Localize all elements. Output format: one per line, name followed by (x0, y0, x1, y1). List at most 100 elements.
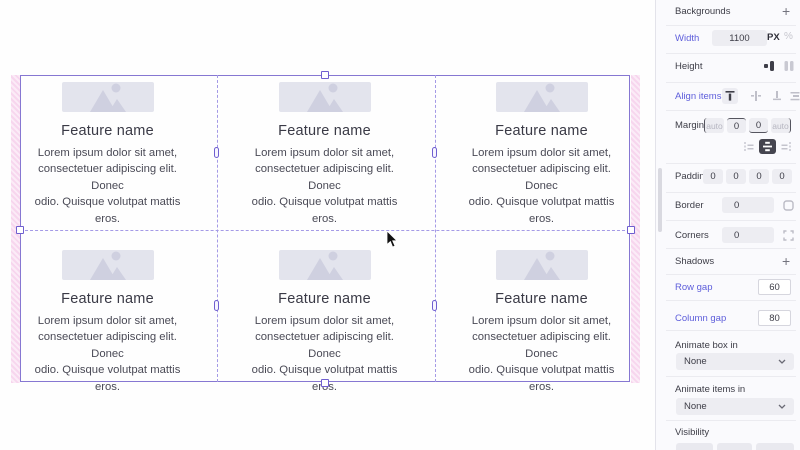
margin-indicator-right (631, 75, 640, 383)
add-background-button[interactable]: + (782, 3, 791, 19)
margin-right-input[interactable]: auto (771, 118, 791, 133)
border-width-input[interactable]: 0 (722, 197, 774, 213)
height-label: Height (675, 61, 703, 72)
image-icon (523, 251, 560, 280)
animate-items-in-select[interactable]: None (676, 398, 794, 415)
feature-card[interactable]: Feature name Lorem ipsum dolor sit amet,… (238, 244, 411, 393)
animate-box-in-select[interactable]: None (676, 353, 794, 370)
resize-handle-left[interactable] (16, 226, 24, 234)
feature-body[interactable]: Lorem ipsum dolor sit amet, consectetuer… (468, 315, 615, 393)
shadows-label: Shadows (675, 256, 715, 267)
feature-body[interactable]: Lorem ipsum dolor sit amet, consectetuer… (34, 315, 181, 393)
divider (666, 274, 796, 275)
mouse-cursor-icon (386, 231, 398, 248)
column-gap-input[interactable]: 80 (758, 310, 791, 326)
divider (666, 25, 796, 26)
divider (666, 53, 796, 54)
image-placeholder[interactable] (495, 82, 588, 112)
divider (666, 248, 796, 249)
feature-body[interactable]: Lorem ipsum dolor sit amet, consectetuer… (34, 147, 181, 225)
selected-grid-block[interactable]: Feature name Lorem ipsum dolor sit amet,… (20, 75, 630, 393)
gap-handle[interactable] (214, 147, 219, 158)
animate-items-in-label: Animate items in (675, 384, 746, 395)
feature-body[interactable]: Lorem ipsum dolor sit amet, consectetuer… (468, 147, 615, 225)
gap-handle[interactable] (432, 147, 437, 158)
border-style-icon[interactable] (782, 199, 794, 211)
padding-right-input[interactable]: 0 (772, 169, 792, 184)
divider (666, 82, 796, 83)
corners-icon[interactable] (782, 229, 794, 241)
feature-title[interactable]: Feature name (495, 291, 588, 307)
corners-label: Corners (675, 230, 709, 241)
margin-align-right-icon[interactable] (779, 140, 793, 154)
image-icon (89, 83, 126, 112)
margin-bottom-input[interactable]: 0 (749, 118, 768, 133)
column-gap-label: Column gap (675, 313, 727, 324)
padding-left-input[interactable]: 0 (703, 169, 723, 184)
divider (666, 220, 796, 221)
margin-center-icon[interactable] (759, 139, 776, 154)
align-baseline-icon[interactable] (769, 88, 785, 104)
feature-card[interactable]: Feature name Lorem ipsum dolor sit amet,… (455, 244, 628, 393)
padding-top-input[interactable]: 0 (726, 169, 746, 184)
gap-handle[interactable] (432, 300, 437, 311)
image-placeholder[interactable] (278, 250, 371, 280)
gap-handle[interactable] (214, 300, 219, 311)
image-icon (523, 83, 560, 112)
feature-title[interactable]: Feature name (495, 123, 588, 139)
margin-left-input[interactable]: auto (704, 118, 724, 133)
feature-grid: Feature name Lorem ipsum dolor sit amet,… (21, 76, 628, 393)
margin-top-input[interactable]: 0 (727, 118, 746, 133)
chevron-down-icon (778, 404, 786, 409)
height-fixed-icon[interactable] (761, 59, 777, 73)
margin-align-left-icon[interactable] (742, 140, 756, 154)
visibility-option-button[interactable] (756, 443, 794, 450)
feature-title[interactable]: Feature name (61, 291, 154, 307)
align-start-icon[interactable] (722, 88, 738, 104)
feature-card[interactable]: Feature name Lorem ipsum dolor sit amet,… (21, 244, 194, 393)
animate-items-in-value: None (684, 401, 707, 412)
add-shadow-button[interactable]: + (782, 253, 791, 269)
image-icon (306, 251, 343, 280)
visibility-label: Visibility (675, 427, 710, 438)
animate-box-in-label: Animate box in (675, 340, 738, 351)
align-center-icon[interactable] (748, 88, 764, 104)
image-placeholder[interactable] (61, 250, 154, 280)
properties-panel: Backgrounds + Width 1100 PX % Height Ali… (655, 0, 800, 450)
feature-body[interactable]: Lorem ipsum dolor sit amet, consectetuer… (251, 147, 398, 225)
image-placeholder[interactable] (495, 250, 588, 280)
scrollbar-thumb[interactable] (658, 168, 662, 232)
visibility-option-button[interactable] (676, 443, 713, 450)
feature-card[interactable]: Feature name Lorem ipsum dolor sit amet,… (455, 76, 628, 225)
visibility-option-button[interactable] (717, 443, 752, 450)
feature-card[interactable]: Feature name Lorem ipsum dolor sit amet,… (238, 76, 411, 225)
image-placeholder[interactable] (278, 82, 371, 112)
height-auto-icon[interactable] (781, 59, 797, 73)
width-input[interactable]: 1100 (712, 30, 767, 46)
align-stretch-icon[interactable] (787, 88, 800, 104)
padding-bottom-input[interactable]: 0 (749, 169, 769, 184)
align-items-label: Align items (675, 91, 722, 102)
feature-title[interactable]: Feature name (278, 291, 371, 307)
feature-title[interactable]: Feature name (61, 123, 154, 139)
image-placeholder[interactable] (61, 82, 154, 112)
corners-radius-input[interactable]: 0 (722, 227, 774, 243)
image-icon (89, 251, 126, 280)
width-unit-percent-button[interactable]: % (784, 31, 793, 42)
column-gap-guide (217, 75, 218, 382)
row-gap-input[interactable]: 60 (758, 279, 791, 295)
resize-handle-top[interactable] (321, 71, 329, 79)
divider (666, 192, 796, 193)
resize-handle-bottom[interactable] (321, 379, 329, 387)
divider (666, 376, 796, 377)
feature-card[interactable]: Feature name Lorem ipsum dolor sit amet,… (21, 76, 194, 225)
backgrounds-label: Backgrounds (675, 6, 731, 17)
divider (666, 330, 796, 331)
design-canvas[interactable]: Feature name Lorem ipsum dolor sit amet,… (0, 0, 655, 450)
chevron-down-icon (778, 359, 786, 364)
width-unit-px-button[interactable]: PX (767, 32, 780, 43)
resize-handle-right[interactable] (627, 226, 635, 234)
padding-label: Padding (675, 171, 710, 182)
feature-title[interactable]: Feature name (278, 123, 371, 139)
